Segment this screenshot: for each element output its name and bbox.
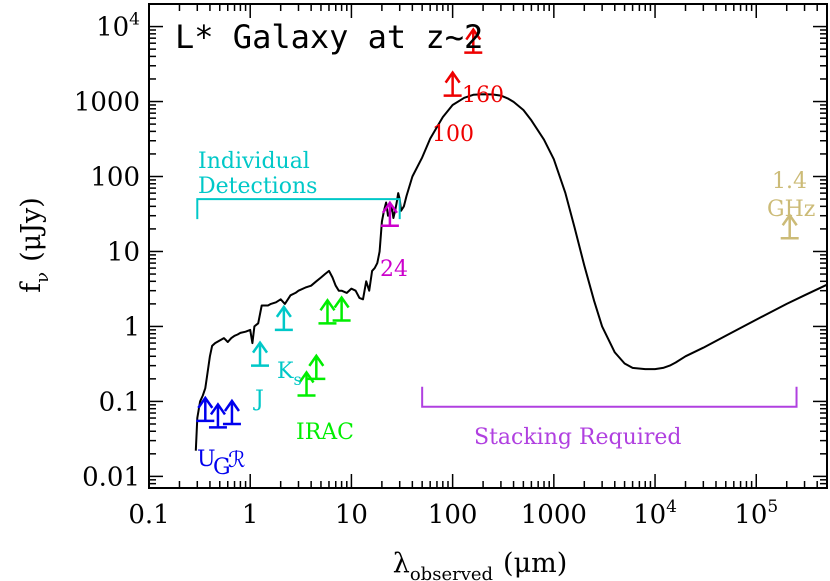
x-axis-label-sub: observed (410, 564, 493, 581)
sed-curve (194, 93, 828, 451)
x-axis-label: λ (393, 548, 410, 579)
axis-ticks: 0.1 1 10 100 1000 104 105 0.01 0.1 1 10 100 1000 104 (74, 3, 828, 530)
limit-arrow (464, 27, 483, 54)
limit-arrow-head (223, 398, 240, 412)
y-tick-label: 0.01 (82, 462, 140, 492)
y-axis-label: f (16, 281, 47, 293)
anno-24: 24 (380, 257, 408, 282)
limit-arrow-head (781, 213, 798, 226)
limit-arrow-layer (196, 27, 799, 429)
anno-1-4: 1.4 (772, 169, 807, 194)
bracket (421, 386, 798, 408)
limit-arrow-head (308, 353, 325, 367)
limit-arrow-head (209, 402, 226, 416)
sed-curve-layer (194, 93, 828, 451)
limit-arrow (307, 353, 326, 381)
limit-arrow (780, 213, 799, 240)
limit-arrow-head (381, 200, 398, 214)
limit-arrow-head (251, 340, 269, 354)
y-tick-label: 100 (90, 163, 140, 193)
anno-individual: Individual (198, 149, 310, 174)
anno-j: J (253, 387, 264, 412)
svg-text:fν(μJy): fν (μJy) (16, 197, 53, 293)
limit-arrow (443, 70, 462, 97)
limit-arrow-head (319, 298, 336, 312)
x-tick-label: 0.1 (128, 500, 169, 530)
limit-arrow-head (444, 70, 461, 84)
anno-ghz: GHz (767, 197, 815, 222)
limit-arrow (332, 295, 351, 322)
x-tick-label: 105 (734, 497, 778, 530)
plot-frame (148, 3, 828, 489)
y-axis-title: fν (μJy) (16, 197, 53, 293)
anno-g: G (213, 455, 231, 480)
anno-irac: IRAC (296, 420, 354, 445)
limit-arrow (318, 298, 337, 325)
limit-arrow-head (465, 27, 482, 41)
anno-k: K (277, 359, 294, 384)
x-tick-label: 100 (428, 500, 478, 530)
y-tick-label: 0.1 (99, 387, 140, 417)
y-tick-label: 104 (96, 10, 140, 43)
y-axis-label-sub: ν (32, 272, 53, 283)
y-tick-label: 1000 (74, 88, 140, 118)
bracket (196, 198, 401, 220)
limit-arrow-head (275, 304, 292, 318)
anno-100: 100 (432, 122, 474, 147)
y-tick-label: 1 (123, 312, 140, 342)
anno-u: U (197, 447, 216, 472)
limit-arrow (251, 340, 270, 367)
x-axis-unit: (μm) (503, 548, 567, 579)
anno-ks: Ks (277, 359, 302, 389)
x-tick-label: 10 (335, 500, 368, 530)
limit-arrow (274, 304, 293, 332)
anno-detections: Detections (198, 174, 317, 199)
limit-arrow (196, 395, 215, 423)
y-axis-unit: (μJy) (16, 197, 47, 262)
anno-160: 160 (462, 83, 504, 108)
limit-arrow (380, 200, 399, 228)
anno-r: ℛ (228, 448, 246, 473)
chart-title: L* Galaxy at z~2 (175, 18, 483, 56)
limit-arrow-head (197, 395, 214, 409)
anno-ks-sub: s (293, 370, 301, 389)
bracket-layer (196, 198, 798, 408)
x-axis-title: λobserved (μm) (393, 548, 568, 581)
anno-stacking: Stacking Required (474, 425, 681, 450)
y-tick-label: 10 (107, 237, 140, 267)
limit-arrow (208, 402, 227, 429)
x-tick-label: 1 (242, 500, 259, 530)
x-tick-label: 1000 (521, 500, 587, 530)
limit-arrow (222, 398, 241, 426)
limit-arrow-head (333, 295, 350, 309)
x-tick-label: 104 (633, 497, 677, 530)
